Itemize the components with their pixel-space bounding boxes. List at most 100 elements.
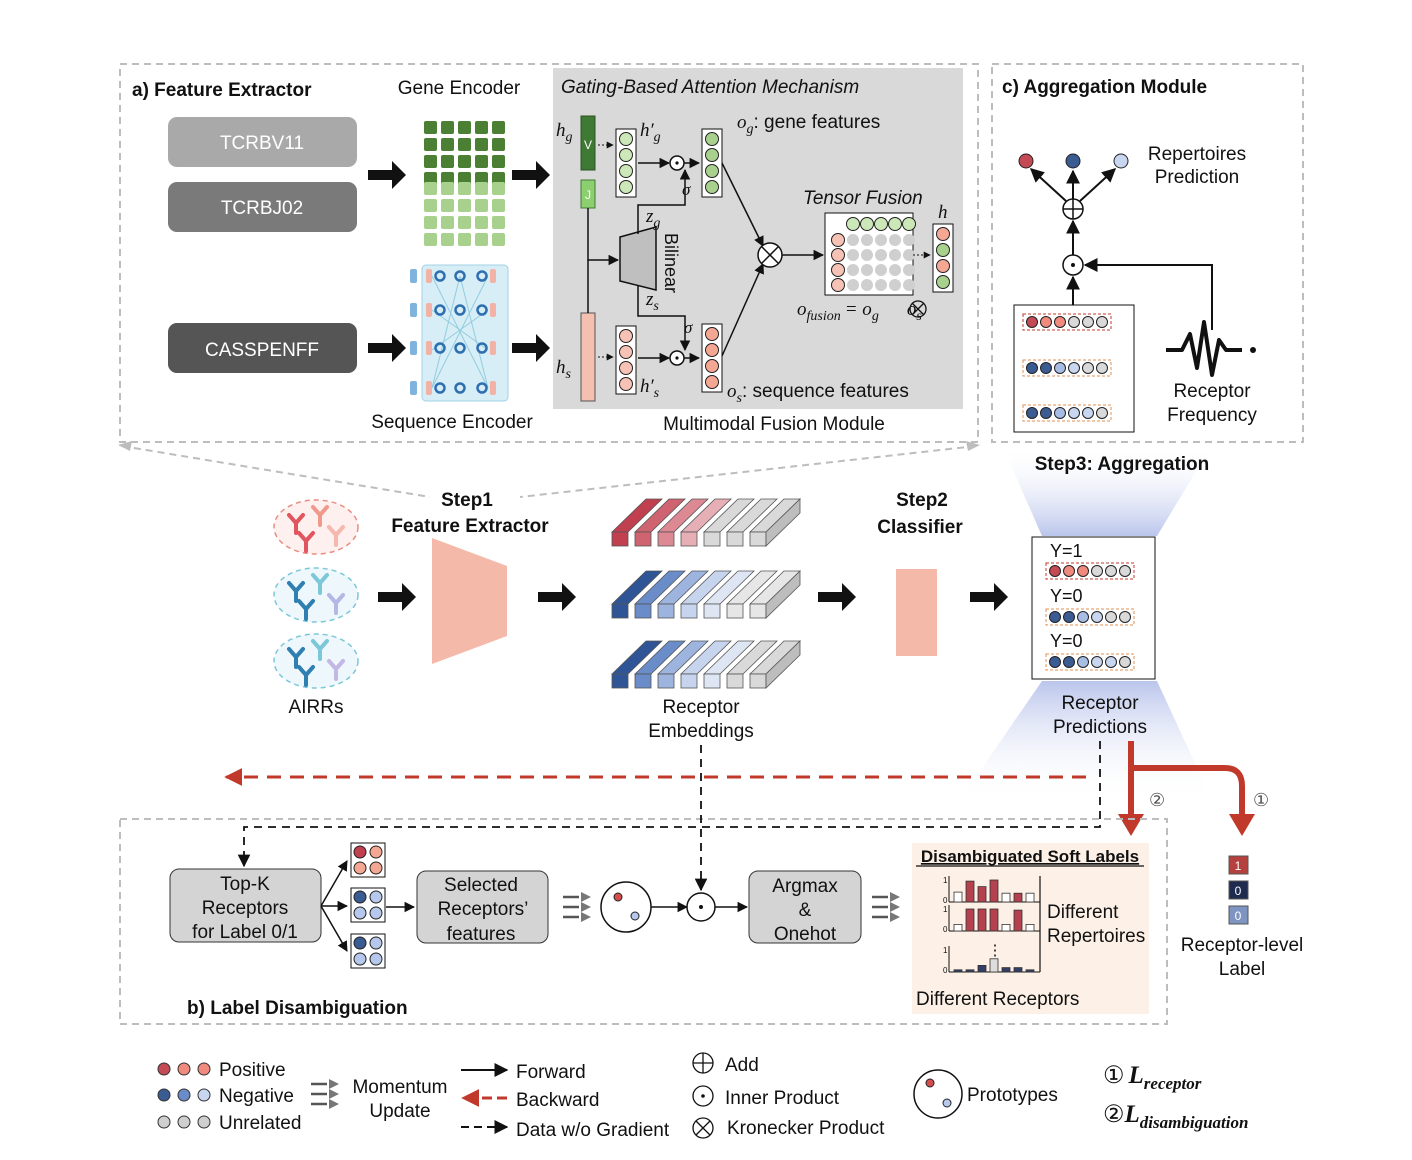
receptor-level-2 [1228, 880, 1249, 900]
topk-square-dot [353, 890, 367, 904]
pred-row-positive-dot [1105, 565, 1117, 577]
airrs-icons [273, 499, 359, 689]
seq-attention-node [434, 382, 446, 394]
soft-chart-bar [1001, 967, 1011, 973]
soft-chart-axis-bottom: 0 [943, 966, 948, 975]
antibody-icon [327, 659, 345, 681]
soft-chart-axis-top: 1 [943, 876, 948, 885]
legend-loss-disambiguation: ②Ldisambiguation [1103, 1101, 1248, 1132]
embedding-front [703, 603, 721, 619]
repertoire-pred-red [1018, 153, 1034, 169]
gene-encoder-cell [475, 172, 488, 185]
gene-encoder-cell [424, 216, 437, 229]
gene-encoder-cell [492, 155, 505, 168]
fusion-product-cell [875, 279, 887, 291]
fusion-product-cell [847, 234, 859, 246]
embedding-front [611, 603, 629, 619]
seq-attention-node [434, 304, 446, 316]
receptor-level-1 [1228, 855, 1249, 875]
pred-row-negative-2-dot [1077, 656, 1089, 668]
o-s-cell [705, 375, 719, 389]
seq-input-token [410, 341, 417, 355]
pred-row-negative-dot [1119, 611, 1131, 623]
fusion-product-cell [847, 279, 859, 291]
seq-attention-node [476, 304, 488, 316]
o-g-cell [705, 164, 719, 178]
fusion-gene-cell [902, 217, 916, 231]
topk-input-dashed-line [237, 741, 1101, 868]
legend-inner-dot [701, 1094, 705, 1098]
seq-token-right [490, 269, 496, 283]
topk-square-dot [353, 906, 367, 920]
soft-chart-bar [1025, 969, 1035, 973]
soft-chart-bar [953, 891, 963, 903]
pred-row-negative-2-dot [1049, 656, 1061, 668]
og-to-kron-line [721, 162, 764, 247]
o-s-frame [701, 323, 723, 393]
momentum-update-icon-2 [872, 892, 900, 922]
embedding-front [749, 603, 767, 619]
seq-attention-node [476, 342, 488, 354]
agg-row-negative-2-dot [1026, 407, 1038, 419]
momentum-arrowhead [890, 892, 900, 902]
embedding-front [749, 531, 767, 547]
inner-product-top-dot [675, 161, 679, 165]
gene-encoder-cell [475, 182, 488, 195]
input-label-cdr3: CASSPENFF [205, 340, 319, 361]
soft-chart-bar [977, 886, 987, 903]
antibody-icon [311, 573, 329, 595]
embedding-front [726, 531, 744, 547]
pred-row-negative-2-frame [1045, 653, 1135, 671]
seq-attention-node [454, 304, 466, 316]
embedding-front [611, 531, 629, 547]
pred-row-positive-frame [1045, 562, 1135, 580]
gene-encoder-cell [424, 121, 437, 134]
fusion-product-cell [861, 279, 873, 291]
soft-chart-bar [965, 969, 975, 973]
step3-label: Step3: Aggregation [1035, 454, 1210, 475]
classifier-block [896, 569, 937, 656]
sigma-bottom-label: σ [684, 318, 693, 337]
input-box-tcrbj02 [168, 182, 357, 232]
o-s-vector [701, 323, 723, 393]
soft-chart-bar [1001, 924, 1011, 932]
antibody-icon [311, 505, 329, 527]
soft-chart-bar [1013, 967, 1023, 973]
o-g-cell [705, 180, 719, 194]
agg-row-negative-dot [1026, 362, 1038, 374]
legend-dot [177, 1115, 191, 1129]
legend-prototype-positive [925, 1078, 935, 1088]
embedding-front [634, 603, 652, 619]
airrs-label: AIRRs [289, 697, 344, 718]
gene-encoder-cell [458, 155, 471, 168]
panel-c-title: c) Aggregation Module [1002, 77, 1207, 98]
soft-chart-axis-top: 1 [943, 905, 948, 914]
soft-chart-bar [1001, 892, 1011, 903]
fusion-product-cell [903, 264, 915, 276]
zoom-arrow-right [966, 441, 980, 451]
loss-marker-1: ① [1253, 790, 1269, 810]
step3-funnel [1002, 445, 1212, 536]
argmax-label: Argmax&Onehot [772, 876, 838, 945]
sequence-encoder-graphic [410, 264, 509, 402]
pred-label-3: Y=0 [1050, 631, 1083, 651]
embedding-front [657, 603, 675, 619]
pred-row-positive-dot [1049, 565, 1061, 577]
embedding-front [657, 531, 675, 547]
embedding-front [703, 673, 721, 689]
legend-dot [197, 1115, 211, 1129]
gene-encoder-cell [475, 138, 488, 151]
momentum-arrowhead [581, 902, 591, 912]
h-s-prime-frame [615, 325, 637, 395]
embedding-front [611, 673, 629, 689]
legend-inner: Inner Product [725, 1088, 840, 1109]
momentum-arrowhead [329, 1079, 339, 1089]
soft-chart-bar [1013, 892, 1023, 903]
fusion-product-cell [875, 234, 887, 246]
fusion-product-cell [903, 249, 915, 261]
antibody-icon [327, 593, 345, 615]
gene-encoder-cell [424, 172, 437, 185]
